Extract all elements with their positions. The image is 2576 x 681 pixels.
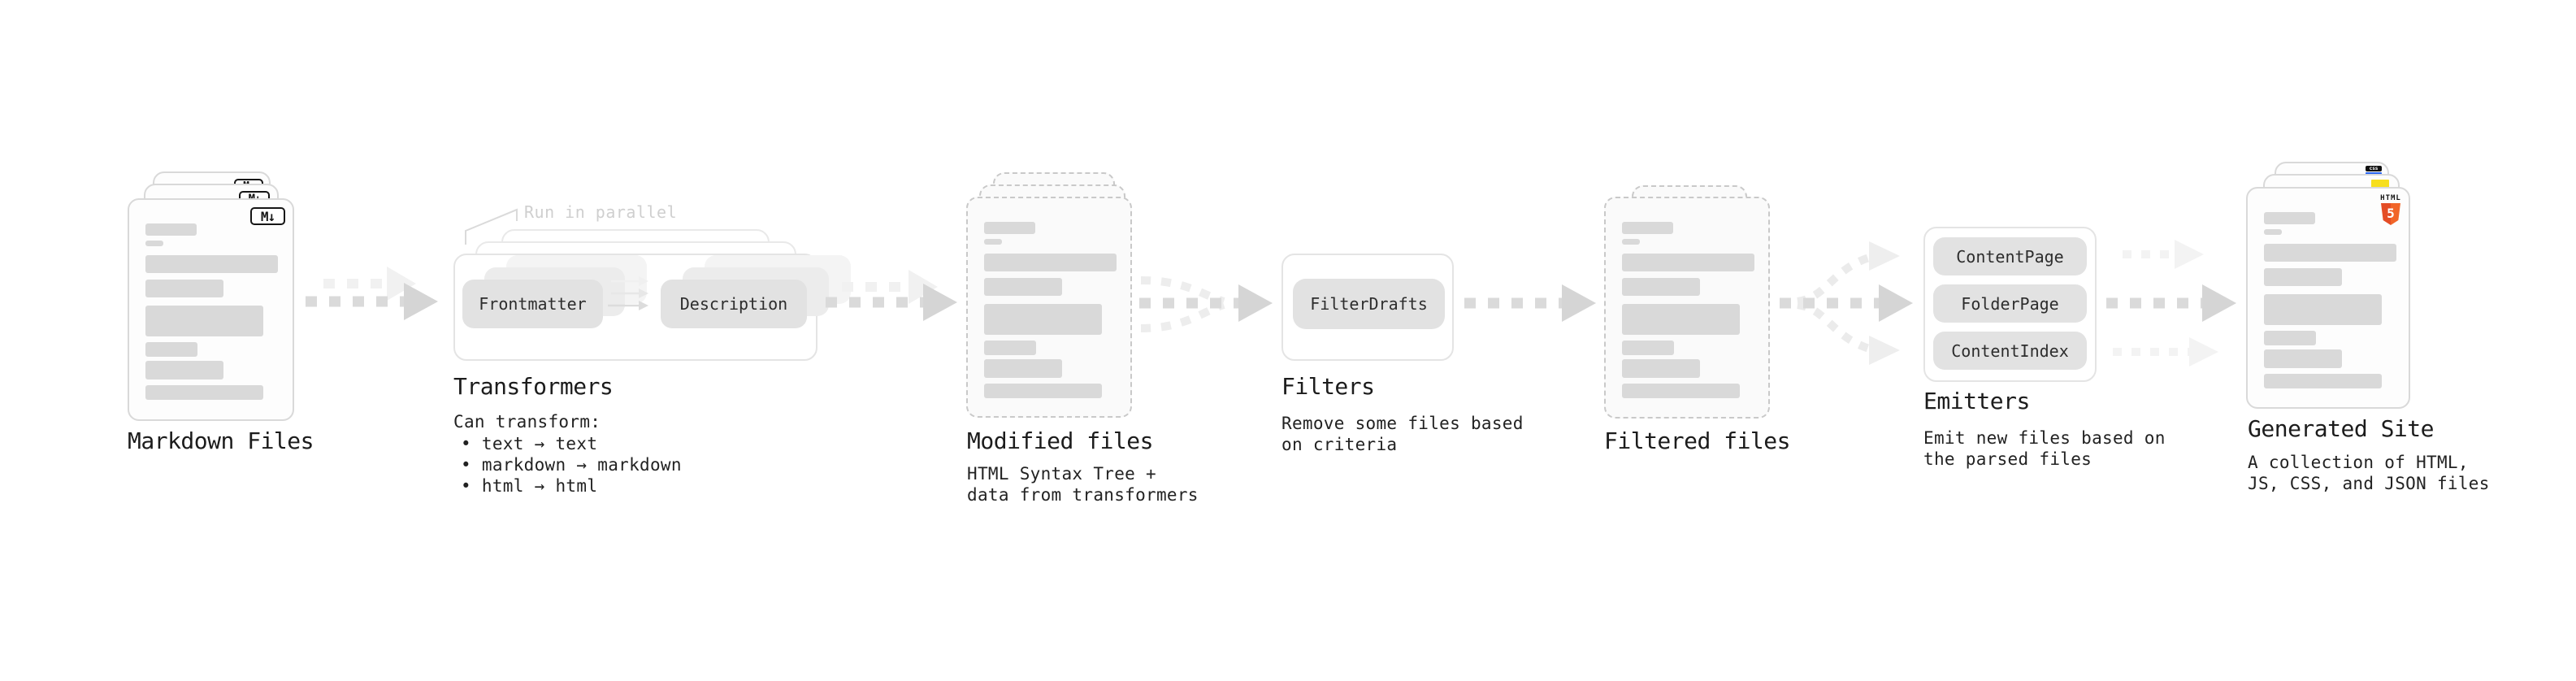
filtered-files-label: Filtered files xyxy=(1604,427,1791,454)
markdown-icon: M↓ xyxy=(250,207,285,225)
description-line: data from transformers xyxy=(967,485,1199,505)
description-line: the parsed files xyxy=(1923,449,2092,469)
placeholder-text-bar xyxy=(2264,331,2316,345)
placeholder-text-bar xyxy=(2264,374,2382,388)
arrow-markdown-to-transformers xyxy=(306,267,438,320)
arrow-filters-to-filtered xyxy=(1464,284,1596,322)
description-line: on criteria xyxy=(1281,435,1398,454)
modified-files-description: HTML Syntax Tree + data from transformer… xyxy=(967,463,1199,505)
html5-icon-shield: 5 xyxy=(2381,203,2400,225)
arrow-modified-to-filters xyxy=(1139,276,1273,332)
markdown-file-card-front: M↓ xyxy=(128,198,294,421)
css-icon-label: css xyxy=(2366,166,2382,171)
description-line: Emit new files based on xyxy=(1923,428,2166,448)
placeholder-text-bar xyxy=(1622,239,1640,245)
placeholder-text-bar xyxy=(1622,340,1674,355)
placeholder-text-bar xyxy=(984,278,1062,296)
css-icon-bar xyxy=(2366,172,2382,175)
placeholder-text-bar xyxy=(984,359,1062,378)
emitters-description: Emit new files based on the parsed files xyxy=(1923,427,2166,470)
placeholder-text-bar xyxy=(984,384,1102,398)
description-line: A collection of HTML, xyxy=(2248,453,2469,472)
filters-label: Filters xyxy=(1281,373,1375,400)
placeholder-text-bar xyxy=(1622,384,1740,398)
placeholder-text-bar xyxy=(2264,294,2382,325)
transformers-description: Can transform: xyxy=(453,412,601,432)
placeholder-text-bar xyxy=(1622,304,1740,335)
css-icon: css xyxy=(2366,166,2382,175)
emitter-contentpage: ContentPage xyxy=(1933,237,2087,275)
filtered-file-card-front xyxy=(1604,197,1770,419)
html5-icon-word: HTML xyxy=(2380,194,2401,202)
placeholder-text-bar xyxy=(2264,229,2282,235)
placeholder-text-bar xyxy=(984,254,1117,271)
placeholder-text-bar xyxy=(145,361,223,380)
placeholder-text-bar xyxy=(984,222,1035,234)
placeholder-text-bar xyxy=(1622,359,1700,378)
run-in-parallel-annotation: Run in parallel xyxy=(524,202,678,222)
placeholder-text-bar xyxy=(984,239,1002,245)
placeholder-text-bar xyxy=(145,306,263,336)
placeholder-text-bar xyxy=(2264,349,2342,368)
bullet-item: • markdown → markdown xyxy=(461,455,682,475)
placeholder-text-bar xyxy=(145,223,197,236)
transformers-bullets: • text → text • markdown → markdown • ht… xyxy=(461,433,682,497)
transformers-label: Transformers xyxy=(453,373,614,400)
filter-filterdrafts: FilterDrafts xyxy=(1293,279,1445,329)
bullet-item: • html → html xyxy=(461,476,598,496)
modified-files-label: Modified files xyxy=(967,427,1154,454)
placeholder-text-bar xyxy=(145,385,263,400)
filters-description: Remove some files based on criteria xyxy=(1281,413,1524,455)
placeholder-text-bar xyxy=(145,255,278,273)
placeholder-text-bar xyxy=(2264,268,2342,286)
generated-site-description: A collection of HTML, JS, CSS, and JSON … xyxy=(2248,452,2490,494)
placeholder-text-bar xyxy=(1622,278,1700,296)
placeholder-text-bar xyxy=(2264,244,2396,262)
description-line: HTML Syntax Tree + xyxy=(967,464,1156,484)
markdown-files-label: Markdown Files xyxy=(128,427,314,454)
placeholder-text-bar xyxy=(1622,222,1673,234)
site-file-card-front: HTML 5 xyxy=(2246,187,2410,409)
bullet-item: • text → text xyxy=(461,434,598,453)
description-line: JS, CSS, and JSON files xyxy=(2248,474,2490,493)
placeholder-text-bar xyxy=(2264,212,2315,224)
placeholder-text-bar xyxy=(1622,254,1754,271)
transformer-description: Description xyxy=(661,280,807,328)
html5-icon: HTML 5 xyxy=(2380,195,2401,225)
emitters-label: Emitters xyxy=(1923,388,2030,414)
emitter-contentindex: ContentIndex xyxy=(1933,332,2087,370)
placeholder-text-bar xyxy=(145,241,163,246)
generated-site-label: Generated Site xyxy=(2248,415,2435,442)
placeholder-text-bar xyxy=(145,342,197,357)
emitter-folderpage: FolderPage xyxy=(1933,284,2087,323)
placeholder-text-bar xyxy=(984,340,1036,355)
arrow-filtered-to-emitters xyxy=(1780,241,1913,365)
description-line: Remove some files based xyxy=(1281,414,1524,433)
placeholder-text-bar xyxy=(145,280,223,297)
modified-file-card-front xyxy=(966,197,1132,418)
arrow-emitters-to-site xyxy=(2106,240,2236,367)
placeholder-text-bar xyxy=(984,304,1102,335)
transformer-frontmatter: Frontmatter xyxy=(462,280,603,328)
